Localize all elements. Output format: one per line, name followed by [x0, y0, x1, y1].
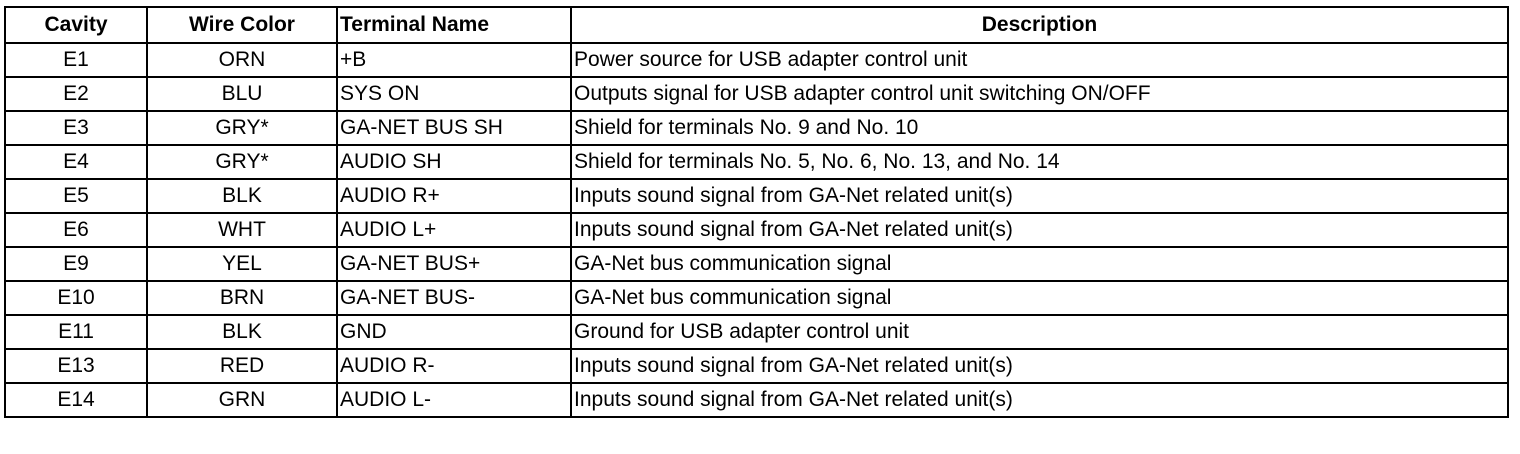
cell-terminal-name: AUDIO R+ — [336, 178, 572, 214]
cell-terminal-name: AUDIO L+ — [336, 212, 572, 248]
cell-wire-color: GRY* — [146, 110, 338, 146]
table-row: E14 GRN AUDIO L- Inputs sound signal fro… — [4, 382, 1509, 418]
cell-wire-color: BLK — [146, 314, 338, 350]
table-row: E10 BRN GA-NET BUS- GA-Net bus communica… — [4, 280, 1509, 316]
table-row: E9 YEL GA-NET BUS+ GA-Net bus communicat… — [4, 246, 1509, 282]
table-row: E2 BLU SYS ON Outputs signal for USB ada… — [4, 76, 1509, 112]
cell-wire-color: YEL — [146, 246, 338, 282]
cell-wire-color: GRN — [146, 382, 338, 418]
cell-cavity: E4 — [4, 144, 148, 180]
table-row: E1 ORN +B Power source for USB adapter c… — [4, 42, 1509, 78]
cell-wire-color: GRY* — [146, 144, 338, 180]
cell-cavity: E6 — [4, 212, 148, 248]
cell-description: Shield for terminals No. 5, No. 6, No. 1… — [570, 144, 1509, 180]
connector-pinout-table: Cavity Wire Color Terminal Name Descript… — [4, 6, 1509, 418]
table-row: E4 GRY* AUDIO SH Shield for terminals No… — [4, 144, 1509, 180]
cell-cavity: E1 — [4, 42, 148, 78]
cell-terminal-name: AUDIO SH — [336, 144, 572, 180]
cell-wire-color: ORN — [146, 42, 338, 78]
cell-cavity: E11 — [4, 314, 148, 350]
table-row: E13 RED AUDIO R- Inputs sound signal fro… — [4, 348, 1509, 384]
cell-description: GA-Net bus communication signal — [570, 246, 1509, 282]
cell-wire-color: WHT — [146, 212, 338, 248]
cell-description: Inputs sound signal from GA-Net related … — [570, 212, 1509, 248]
header-cavity: Cavity — [4, 6, 148, 44]
cell-terminal-name: +B — [336, 42, 572, 78]
cell-terminal-name: GA-NET BUS SH — [336, 110, 572, 146]
cell-description: Power source for USB adapter control uni… — [570, 42, 1509, 78]
pinout-table-container: Cavity Wire Color Terminal Name Descript… — [4, 6, 1509, 418]
cell-wire-color: BLK — [146, 178, 338, 214]
cell-terminal-name: GA-NET BUS+ — [336, 246, 572, 282]
table-body: E1 ORN +B Power source for USB adapter c… — [4, 42, 1509, 418]
cell-description: Inputs sound signal from GA-Net related … — [570, 382, 1509, 418]
cell-description: Ground for USB adapter control unit — [570, 314, 1509, 350]
cell-description: Shield for terminals No. 9 and No. 10 — [570, 110, 1509, 146]
table-header: Cavity Wire Color Terminal Name Descript… — [4, 6, 1509, 44]
header-terminal-name: Terminal Name — [336, 6, 572, 44]
cell-wire-color: BRN — [146, 280, 338, 316]
cell-description: GA-Net bus communication signal — [570, 280, 1509, 316]
table-row: E6 WHT AUDIO L+ Inputs sound signal from… — [4, 212, 1509, 248]
cell-terminal-name: GND — [336, 314, 572, 350]
cell-wire-color: BLU — [146, 76, 338, 112]
header-row: Cavity Wire Color Terminal Name Descript… — [4, 6, 1509, 44]
cell-cavity: E10 — [4, 280, 148, 316]
cell-cavity: E9 — [4, 246, 148, 282]
cell-terminal-name: AUDIO L- — [336, 382, 572, 418]
cell-cavity: E2 — [4, 76, 148, 112]
cell-description: Inputs sound signal from GA-Net related … — [570, 178, 1509, 214]
cell-terminal-name: GA-NET BUS- — [336, 280, 572, 316]
header-description: Description — [570, 6, 1509, 44]
cell-description: Outputs signal for USB adapter control u… — [570, 76, 1509, 112]
table-row: E11 BLK GND Ground for USB adapter contr… — [4, 314, 1509, 350]
cell-description: Inputs sound signal from GA-Net related … — [570, 348, 1509, 384]
cell-terminal-name: AUDIO R- — [336, 348, 572, 384]
cell-cavity: E5 — [4, 178, 148, 214]
cell-cavity: E14 — [4, 382, 148, 418]
cell-cavity: E3 — [4, 110, 148, 146]
cell-cavity: E13 — [4, 348, 148, 384]
table-row: E3 GRY* GA-NET BUS SH Shield for termina… — [4, 110, 1509, 146]
cell-wire-color: RED — [146, 348, 338, 384]
cell-terminal-name: SYS ON — [336, 76, 572, 112]
table-row: E5 BLK AUDIO R+ Inputs sound signal from… — [4, 178, 1509, 214]
header-wire-color: Wire Color — [146, 6, 338, 44]
